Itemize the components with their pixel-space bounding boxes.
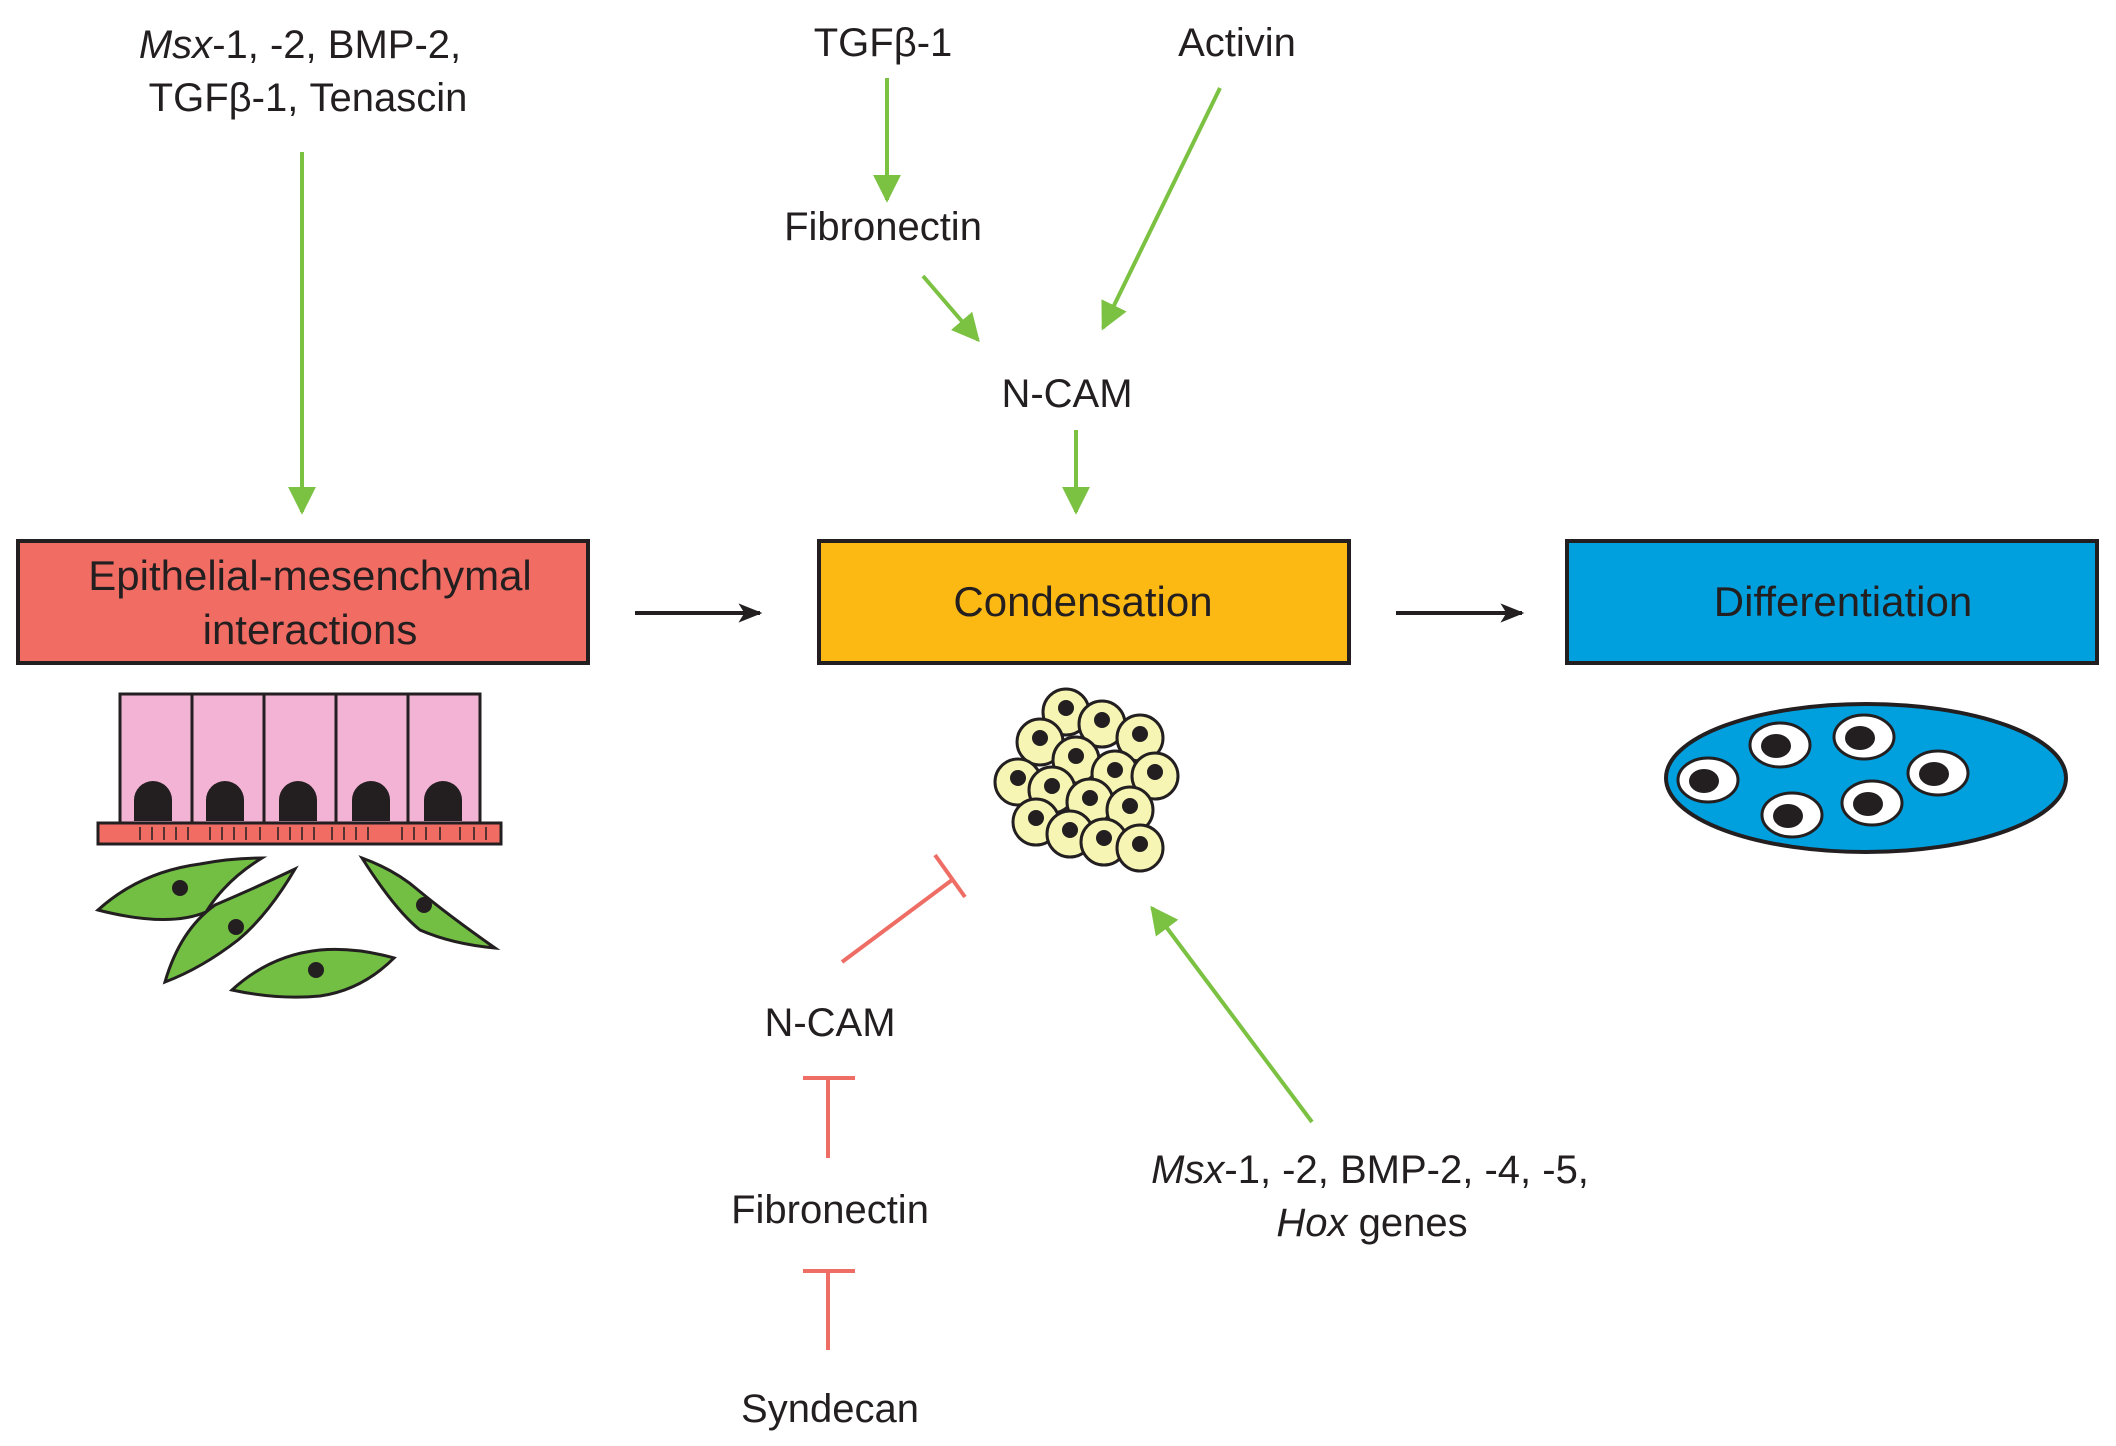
ncam-top-label: N-CAM — [1001, 372, 1132, 416]
activin-label: Activin — [1178, 21, 1296, 65]
fibronectin-top-label: Fibronectin — [784, 205, 982, 249]
emi-box-label-line1: Epithelial-mesenchymal — [88, 552, 532, 599]
arrow-fibronectin-to-ncam — [921, 274, 980, 343]
epithelial-cells-illustration — [96, 692, 503, 846]
emi-box — [16, 539, 590, 665]
top-left-label-line1: Msx-1, -2, BMP-2, — [139, 23, 461, 67]
arrow-activin-to-ncam — [1101, 87, 1222, 331]
mesenchymal-cells-illustration — [94, 855, 501, 999]
condensation-box — [817, 539, 1351, 665]
top-left-label-line2: TGFβ-1, Tenascin — [149, 76, 468, 120]
syndecan-label: Syndecan — [741, 1387, 919, 1431]
bottom-right-label-line2: Hox genes — [1276, 1201, 1467, 1245]
inhibit-ncam-to-condensation — [840, 878, 954, 964]
tgfb-label: TGFβ-1 — [814, 21, 953, 65]
condensed-cells-cluster — [993, 687, 1180, 873]
bottom-right-label-line1: Msx-1, -2, BMP-2, -4, -5, — [1151, 1148, 1589, 1192]
emi-box-label-line2: interactions — [203, 606, 418, 653]
condensation-box-label: Condensation — [953, 578, 1212, 625]
differentiation-box-label: Differentiation — [1714, 578, 1972, 625]
differentiated-cells-illustration — [1664, 702, 2068, 854]
arrow-bottom-right-to-condensation — [1150, 905, 1314, 1124]
differentiation-box — [1565, 539, 2099, 665]
ncam-bottom-label: N-CAM — [764, 1001, 895, 1045]
inhibit-bar-condensation — [933, 853, 967, 899]
fibronectin-bottom-label: Fibronectin — [731, 1188, 929, 1232]
